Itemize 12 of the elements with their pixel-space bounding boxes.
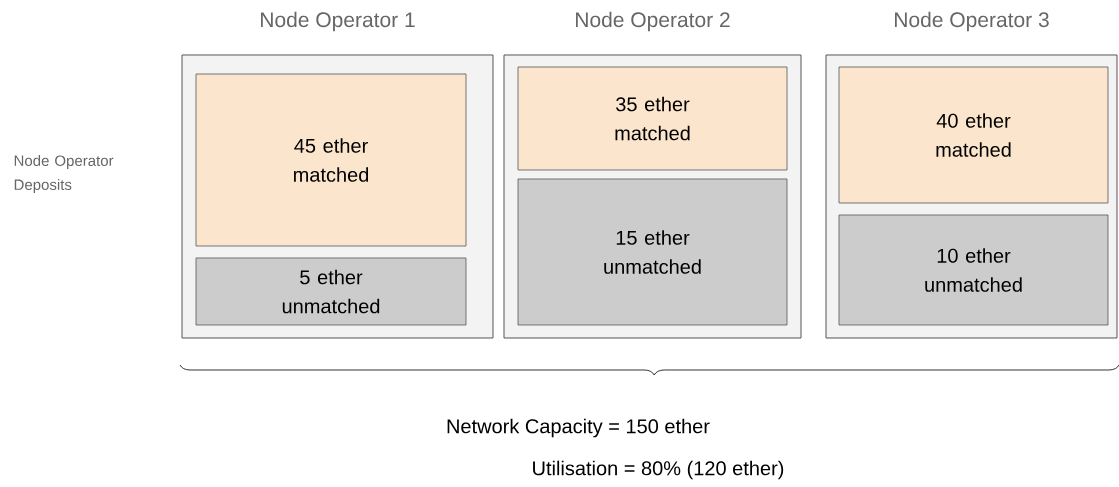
side-label: Node Operator Deposits [14,155,114,193]
matched-block: 40 ether matched [838,66,1109,204]
matched-block: 35 ether matched [517,66,788,171]
heading: Node Operator 1 [261,11,415,32]
utilisation-text: Utilisation = 80% (120 ether) [533,460,784,480]
capacity-text: Network Capacity = 150 ether [447,418,710,438]
heading: Node Operator 3 [895,11,1049,32]
unmatched-block: 5 ether unmatched [195,257,467,326]
unmatched-block: 10 ether unmatched [838,214,1109,326]
heading: Node Operator 2 [576,11,730,32]
unmatched-block: 15 ether unmatched [517,178,788,326]
matched-block: 45 ether matched [195,73,467,247]
